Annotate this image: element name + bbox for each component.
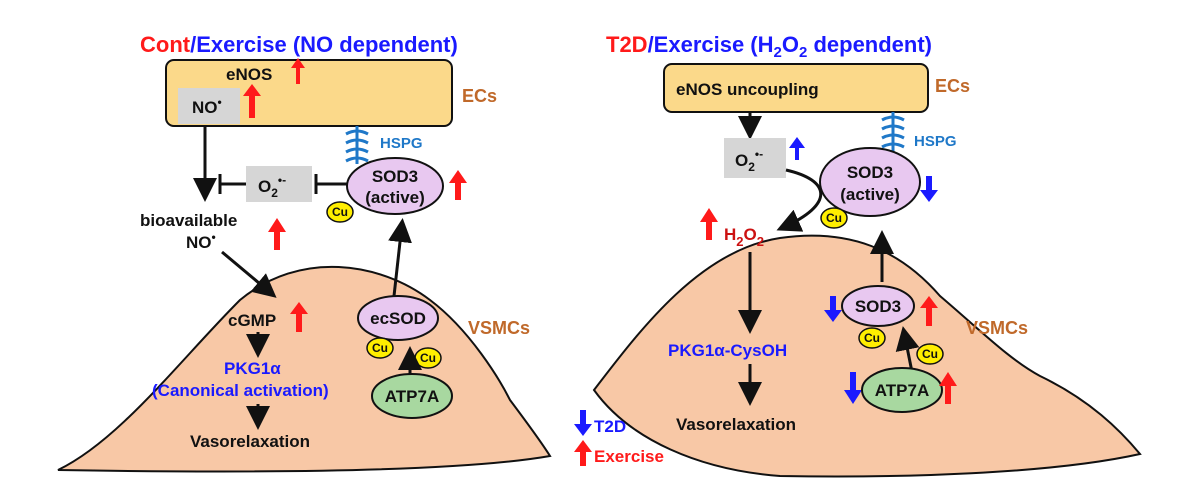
cu-ion-ecsod: [366, 337, 394, 359]
pkg1a-label: PKG1α: [224, 359, 281, 378]
vsmcs-label-left: VSMCs: [468, 318, 530, 338]
h2o2-up-arrow-icon: [700, 208, 718, 240]
bio-no-label: NO•: [186, 230, 216, 252]
o2-up-arrow-icon: [789, 137, 805, 160]
atp7a-label-right: ATP7A: [875, 381, 929, 400]
cu-ion-atp7a-right: [916, 343, 944, 365]
no-box-left: [178, 88, 240, 124]
sod3-small-down-arrow-icon: [824, 296, 842, 322]
atp7a-to-sod3-small-arrow: [895, 326, 920, 373]
sod3-ellipse-left: [346, 157, 444, 215]
pkg1a-cysoh-label: PKG1α-CysOH: [668, 341, 787, 360]
cu-ion-sod3-left: [326, 201, 354, 223]
sod3-active-label-left: (active): [365, 188, 425, 207]
sod3-small-up-arrow-icon: [920, 296, 938, 326]
h2o2-label: H2O2: [724, 225, 764, 249]
atp7a-ellipse-left: [371, 373, 453, 419]
no-up-arrow-icon: [243, 84, 261, 118]
atp7a-up-arrow-icon: [939, 372, 957, 404]
o2-box-right: [724, 138, 786, 178]
sod3-small-ellipse: [841, 285, 915, 327]
sod3-down-arrow-icon: [920, 176, 938, 202]
atp7a-ellipse-right: [861, 367, 943, 413]
atp7a-label-left: ATP7A: [385, 387, 439, 406]
vsmc-cell-right: [592, 234, 1142, 478]
o2-to-h2o2-curve-arrow: [776, 168, 823, 232]
bioavailable-label: bioavailable: [140, 211, 237, 230]
sod3-up-arrow-icon: [449, 170, 467, 200]
ecsod-label: ecSOD: [370, 309, 426, 328]
legend-down-arrow-icon: [574, 410, 592, 436]
atp7a-down-arrow-icon: [844, 372, 862, 404]
cu-label: Cu: [864, 331, 880, 345]
ecs-label-right: ECs: [935, 76, 970, 96]
cu-label: Cu: [372, 341, 388, 355]
o2-label-right: O2•-: [735, 147, 763, 174]
cu-label: Cu: [420, 351, 436, 365]
right-title: T2D/Exercise (H2O2 dependent): [606, 32, 932, 61]
hspg-icon: [881, 112, 905, 152]
cu-ion-sod3-small: [858, 327, 886, 349]
vsmcs-label-right: VSMCs: [966, 318, 1028, 338]
hspg-label-right: HSPG: [914, 133, 957, 150]
legend-up-arrow-icon: [574, 440, 592, 466]
ecsod-ellipse: [357, 295, 439, 341]
cgmp-label: cGMP: [228, 311, 276, 330]
cu-label: Cu: [826, 211, 842, 225]
left-title: Cont/Exercise (NO dependent): [140, 32, 458, 57]
no-to-cgmp-arrow: [221, 250, 277, 298]
canonical-activation-label: (Canonical activation): [152, 381, 329, 400]
legend-exercise-label: Exercise: [594, 447, 664, 466]
sod3-active-label-right: (active): [840, 185, 900, 204]
cu-ion-sod3-right: [820, 207, 848, 229]
vasorelaxation-left: Vasorelaxation: [190, 432, 310, 451]
ec-box-right: [663, 63, 929, 113]
vasorelaxation-right: Vasorelaxation: [676, 415, 796, 434]
cgmp-up-arrow-icon: [290, 302, 308, 332]
cu-label: Cu: [922, 347, 938, 361]
ecsod-to-sod3-arrow: [388, 218, 412, 297]
no-label-left: NO•: [192, 95, 222, 117]
legend-t2d-label: T2D: [594, 417, 626, 436]
o2-box-left: [246, 166, 312, 202]
enos-uncoupling-label: eNOS uncoupling: [676, 80, 819, 99]
sod3-ellipse-right: [819, 147, 921, 217]
sod3-small-label: SOD3: [855, 297, 901, 316]
hspg-label-left: HSPG: [380, 135, 423, 152]
sod3-label-right: SOD3: [847, 163, 893, 182]
enos-label-left: eNOS: [226, 65, 272, 84]
bioavail-up-arrow-icon: [268, 218, 286, 250]
sod3-label-left: SOD3: [372, 167, 418, 186]
enos-up-arrow-icon: [291, 58, 305, 84]
cu-label: Cu: [332, 205, 348, 219]
hspg-icon: [345, 126, 369, 164]
o2-label-left: O2•-: [258, 173, 286, 200]
ecs-label-left: ECs: [462, 86, 497, 106]
